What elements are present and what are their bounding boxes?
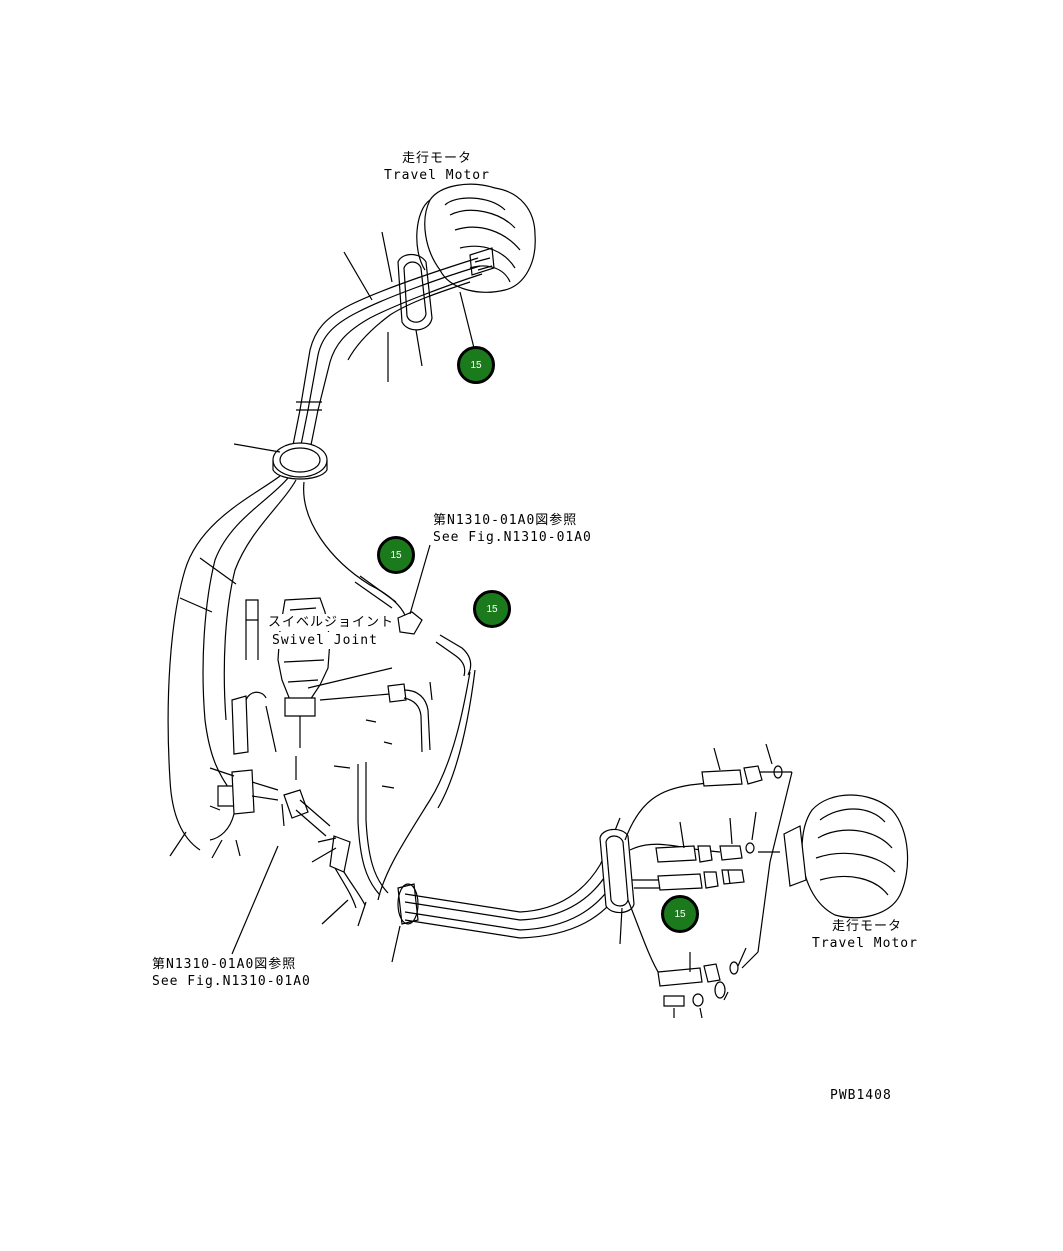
fittings-left-column [231, 599, 267, 755]
travel-motor-right [783, 794, 909, 919]
part-callout-15[interactable]: 15 [661, 895, 699, 933]
travel-motor-top-en-label: Travel Motor [384, 168, 490, 183]
hose-bundle-bottom [404, 817, 623, 939]
leader-lines [169, 231, 793, 1019]
right-fittings [655, 765, 783, 1007]
lower-left-manifold [209, 769, 366, 909]
swivel-joint-en-label: Swivel Joint [272, 632, 378, 649]
part-callout-15[interactable]: 15 [457, 346, 495, 384]
elbow-hose-right [377, 634, 476, 901]
hose-bundle-top [291, 257, 483, 451]
travel-motor-right-jp-label: 走行モータ [832, 919, 903, 934]
see-fig-bottom-en-label: See Fig.N1310-01A0 [152, 974, 311, 989]
travel-motor-top [416, 183, 536, 293]
part-callout-15[interactable]: 15 [473, 590, 511, 628]
see-fig-bottom-jp-label: 第N1310-01A0図参照 [152, 957, 297, 972]
see-fig-top-jp-label: 第N1310-01A0図参照 [433, 513, 578, 528]
center-hoses [299, 683, 431, 896]
swivel-joint-jp-label: スイベルジョイント [268, 614, 395, 631]
travel-motor-top-jp-label: 走行モータ [402, 151, 473, 166]
hose-clamp-bottom-right [599, 828, 635, 914]
see-fig-top-en-label: See Fig.N1310-01A0 [433, 530, 592, 545]
hose-bundle-left [167, 475, 406, 851]
part-callout-15[interactable]: 15 [377, 536, 415, 574]
hose-clamp-middle [272, 442, 328, 480]
travel-motor-right-en-label: Travel Motor [812, 936, 918, 951]
drawing-code-label: PWB1408 [830, 1088, 892, 1103]
hose-clamp-top [397, 253, 433, 331]
